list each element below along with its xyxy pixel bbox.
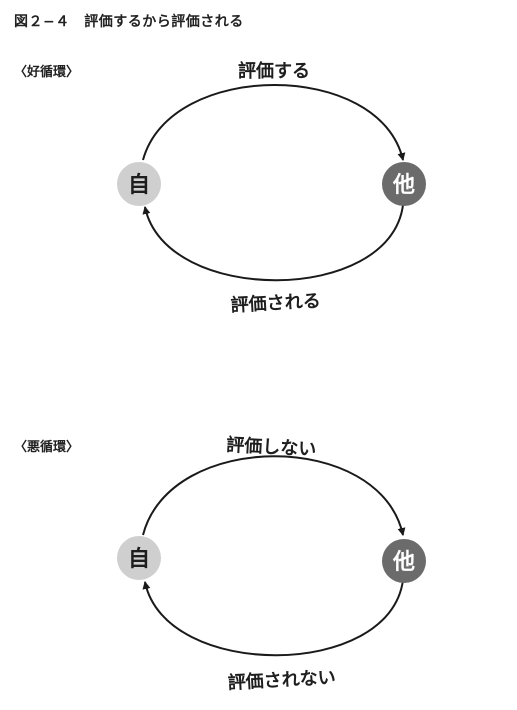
- self-node-label: 自: [128, 172, 150, 198]
- self-node: 自: [117, 162, 161, 206]
- self-node-label: 自: [128, 546, 150, 572]
- other-node-label: 他: [392, 550, 415, 575]
- self-node: 自: [117, 536, 161, 580]
- top-arrow: [142, 84, 406, 161]
- top-arrow-label: 評価する: [238, 60, 310, 82]
- good-cycle-label: 〈好循環〉: [14, 65, 80, 80]
- good-cycle-diagram: 評価する 評価される 自 他: [117, 60, 426, 317]
- bottom-arrow: [142, 204, 404, 282]
- bottom-arrow-label: 評価される: [230, 290, 321, 317]
- other-node-label: 他: [392, 173, 415, 198]
- bottom-arrow: [142, 579, 404, 657]
- bad-cycle-diagram: 評価しない 評価されない 自 他: [117, 434, 426, 694]
- top-arrow-label: 評価しない: [226, 434, 317, 461]
- bad-cycle-label: 〈悪循環〉: [14, 440, 80, 455]
- bottom-arrow-label: 評価されない: [227, 666, 336, 694]
- other-node: 他: [382, 539, 426, 583]
- figure-title: 図２−４ 評価するから評価される: [14, 14, 244, 30]
- top-arrow: [142, 455, 406, 536]
- other-node: 他: [382, 162, 426, 206]
